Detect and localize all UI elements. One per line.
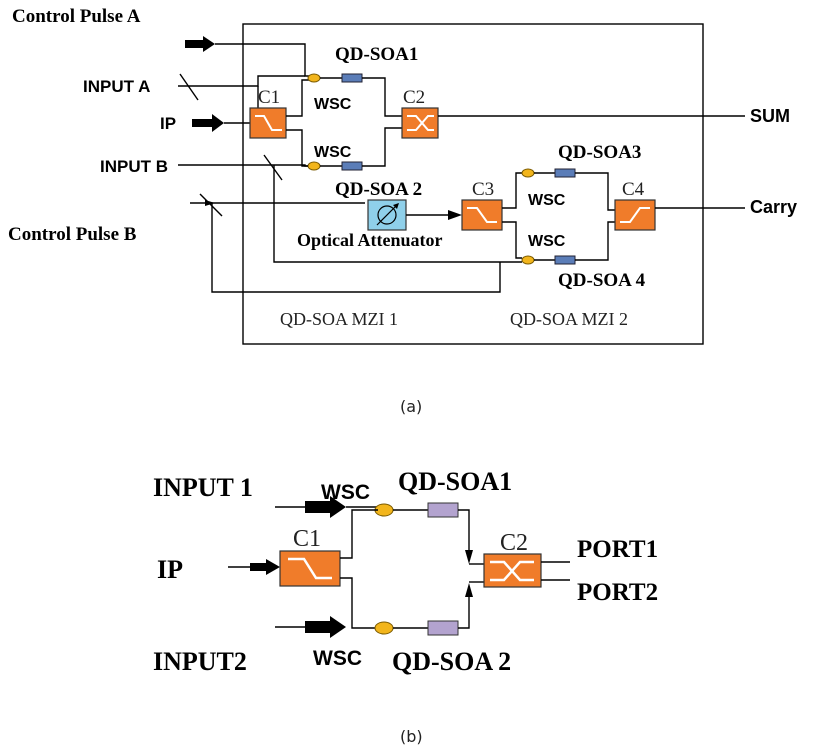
qd-soa1-chip-b [427, 502, 459, 518]
label-c4: C4 [622, 179, 645, 200]
label-wsc-3: WSC [528, 192, 566, 209]
caption-b: (b) [400, 727, 423, 746]
label-input2: INPUT2 [153, 647, 247, 676]
label-c2-b: C2 [500, 530, 528, 556]
label-sum: SUM [750, 106, 790, 126]
label-carry: Carry [750, 197, 797, 217]
wsc-2 [307, 161, 321, 171]
wsc-4 [521, 255, 535, 265]
label-wsc-top-b: WSC [321, 481, 370, 504]
label-ip-b: IP [157, 555, 183, 584]
label-input1: INPUT 1 [153, 473, 253, 502]
label-wsc-1: WSC [314, 96, 352, 113]
label-qd-soa1-a: QD-SOA1 [335, 44, 418, 65]
label-qd-soa1-b: QD-SOA1 [398, 467, 512, 496]
label-port1: PORT1 [577, 536, 658, 563]
label-wsc-4: WSC [528, 233, 566, 250]
label-qd-soa4: QD-SOA 4 [558, 270, 646, 291]
label-input-b: INPUT B [100, 157, 168, 176]
wsc-3 [521, 168, 535, 178]
label-port2: PORT2 [577, 579, 658, 606]
diagram-a: Control Pulse A INPUT A IP INPUT B Contr… [8, 6, 797, 416]
caption-a: (a) [400, 397, 422, 416]
label-c1-a: C1 [258, 87, 280, 108]
coupler-c2 [401, 107, 439, 139]
label-mzi2: QD-SOA MZI 2 [510, 309, 628, 329]
label-qd-soa3: QD-SOA3 [558, 142, 641, 163]
label-control-pulse-a: Control Pulse A [12, 6, 141, 27]
qd-soa2-chip-b [427, 620, 459, 636]
wsc-bottom-b [374, 621, 394, 635]
label-control-pulse-b: Control Pulse B [8, 224, 137, 245]
label-input-a: INPUT A [83, 77, 150, 96]
qd-soa4-chip [554, 255, 576, 265]
qd-soa1-chip [341, 73, 363, 83]
label-ip-a: IP [160, 114, 176, 133]
label-c2-a: C2 [403, 87, 425, 108]
label-wsc-bottom-b: WSC [313, 647, 362, 670]
diagram-b: INPUT 1 WSC QD-SOA1 C1 C2 IP PORT1 PORT2… [153, 467, 658, 746]
label-c1-b: C1 [293, 526, 321, 552]
label-c3: C3 [472, 179, 494, 200]
wsc-1 [307, 73, 321, 83]
label-mzi1: QD-SOA MZI 1 [280, 309, 398, 329]
label-optical-attenuator: Optical Attenuator [297, 230, 443, 250]
enclosure-box [242, 23, 704, 345]
qd-soa3-chip [554, 168, 576, 178]
label-wsc-2: WSC [314, 144, 352, 161]
label-qd-soa2-a: QD-SOA 2 [335, 179, 422, 200]
qd-soa2-chip [341, 161, 363, 171]
label-qd-soa2-b: QD-SOA 2 [392, 647, 511, 676]
